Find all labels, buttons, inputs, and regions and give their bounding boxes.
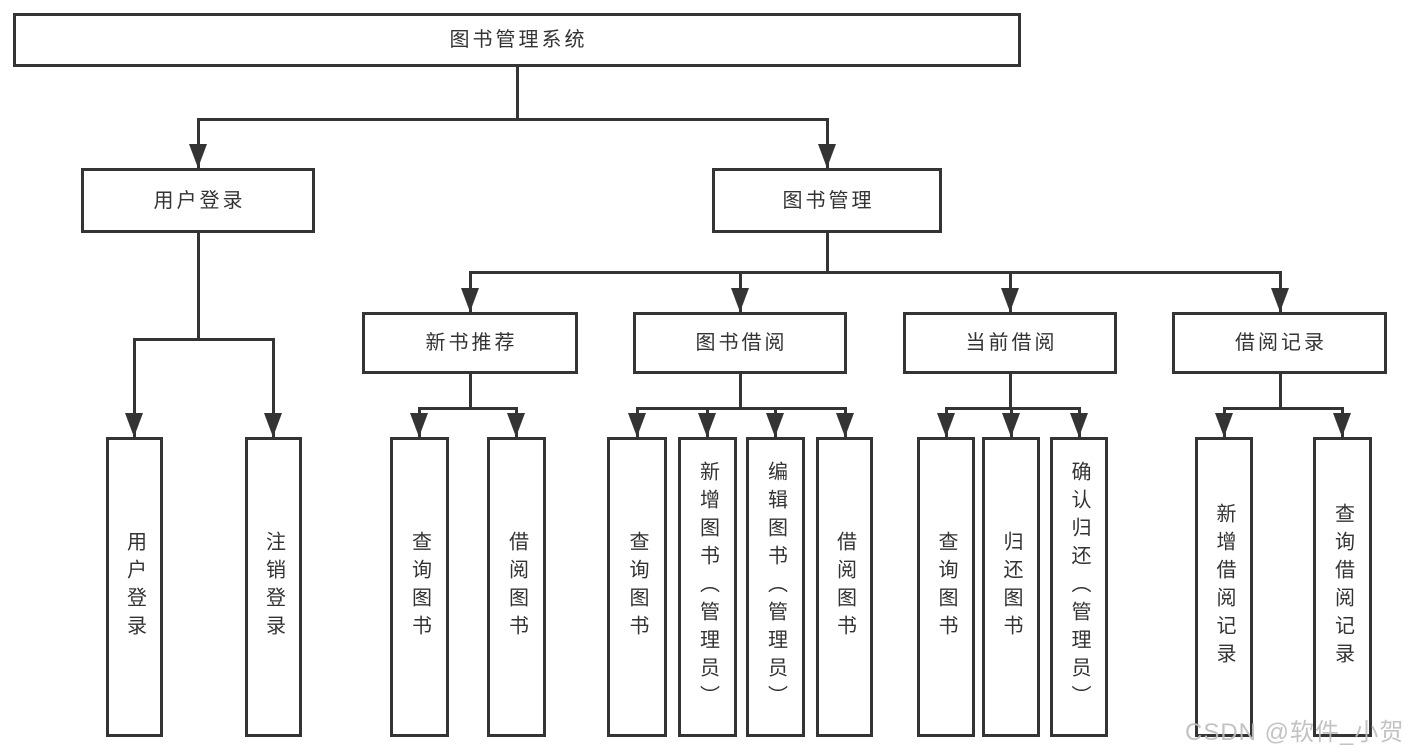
leaf-borrow-books-1-label: 借阅图书 — [505, 531, 528, 643]
arrowhead-down-icon — [1070, 413, 1088, 437]
arrowhead-down-icon — [836, 413, 854, 437]
connector-line — [826, 233, 829, 274]
watermark-text: CSDN @软件_小贺同学 — [1185, 719, 1405, 746]
leaf-logout: 注销登录 — [245, 437, 302, 737]
connector-line — [945, 407, 1081, 410]
leaf-add-book-admin: 新增图书（管理员） — [678, 437, 737, 737]
connector-line — [272, 338, 275, 437]
leaf-query-books-3-label: 查询图书 — [935, 531, 957, 643]
node-user-login-label: 用户登录 — [153, 189, 246, 212]
arrowhead-down-icon — [264, 413, 282, 437]
node-borrow-records-label: 借阅记录 — [1235, 332, 1327, 354]
leaf-return-books: 归还图书 — [982, 437, 1040, 737]
node-current-borrow: 当前借阅 — [903, 312, 1117, 374]
node-root-label: 图书管理系统 — [449, 29, 588, 51]
leaf-confirm-return-admin: 确认归还（管理员） — [1050, 437, 1108, 737]
connector-line — [636, 407, 847, 410]
leaf-query-books-2-label: 查询图书 — [626, 531, 648, 643]
leaf-add-borrow-record-label: 新增借阅记录 — [1213, 503, 1235, 671]
connector-line — [197, 118, 200, 168]
node-book-borrow: 图书借阅 — [633, 312, 847, 374]
arrowhead-down-icon — [766, 413, 784, 437]
leaf-return-books-label: 归还图书 — [1000, 531, 1022, 643]
leaf-confirm-return-admin-label: 确认归还（管理员） — [1068, 461, 1090, 713]
node-book-management-label: 图书管理 — [782, 189, 875, 212]
leaf-add-borrow-record: 新增借阅记录 — [1195, 437, 1253, 737]
arrowhead-down-icon — [1215, 413, 1233, 437]
node-new-book-recommend-label: 新书推荐 — [425, 332, 518, 354]
connector-line — [1009, 374, 1012, 410]
connector-line — [133, 338, 275, 341]
node-new-book-recommend: 新书推荐 — [362, 312, 578, 374]
leaf-user-login: 用户登录 — [106, 437, 163, 737]
leaf-user-login-label: 用户登录 — [123, 531, 146, 643]
connector-line — [1223, 407, 1344, 410]
node-book-management: 图书管理 — [712, 168, 942, 233]
connector-line — [133, 338, 136, 437]
arrowhead-down-icon — [1002, 413, 1020, 437]
leaf-query-books-3: 查询图书 — [917, 437, 975, 737]
node-root: 图书管理系统 — [13, 13, 1021, 67]
arrowhead-down-icon — [461, 288, 479, 312]
connector-line — [516, 67, 519, 121]
arrowhead-down-icon — [628, 413, 646, 437]
arrowhead-down-icon — [125, 413, 143, 437]
leaf-query-borrow-record: 查询借阅记录 — [1313, 437, 1372, 737]
node-book-borrow-label: 图书借阅 — [695, 332, 788, 354]
leaf-edit-book-admin: 编辑图书（管理员） — [746, 437, 805, 737]
node-borrow-records: 借阅记录 — [1172, 312, 1387, 374]
leaf-query-books-2: 查询图书 — [607, 437, 667, 737]
connector-line — [1279, 374, 1282, 410]
arrowhead-down-icon — [1271, 288, 1289, 312]
arrowhead-down-icon — [818, 144, 836, 168]
leaf-query-books-1-label: 查询图书 — [408, 531, 431, 643]
leaf-query-borrow-record-label: 查询借阅记录 — [1331, 503, 1354, 671]
arrowhead-down-icon — [698, 413, 716, 437]
arrowhead-down-icon — [410, 413, 428, 437]
leaf-borrow-books-2: 借阅图书 — [816, 437, 873, 737]
connector-line — [826, 118, 829, 168]
node-current-borrow-label: 当前借阅 — [965, 332, 1058, 354]
connector-line — [197, 118, 829, 121]
node-user-login: 用户登录 — [81, 168, 315, 233]
leaf-edit-book-admin-label: 编辑图书（管理员） — [764, 461, 787, 713]
connector-line — [469, 271, 1282, 274]
connector-line — [739, 374, 742, 410]
arrowhead-down-icon — [731, 288, 749, 312]
arrowhead-down-icon — [1001, 288, 1019, 312]
connector-line — [418, 407, 518, 410]
leaf-query-books-1: 查询图书 — [390, 437, 449, 737]
connector-line — [197, 233, 200, 341]
arrowhead-down-icon — [507, 413, 525, 437]
arrowhead-down-icon — [937, 413, 955, 437]
leaf-borrow-books-1: 借阅图书 — [487, 437, 546, 737]
arrowhead-down-icon — [189, 144, 207, 168]
connector-line — [469, 374, 472, 410]
leaf-logout-label: 注销登录 — [262, 531, 285, 643]
leaf-borrow-books-2-label: 借阅图书 — [833, 531, 856, 643]
leaf-add-book-admin-label: 新增图书（管理员） — [696, 461, 719, 713]
arrowhead-down-icon — [1333, 413, 1351, 437]
